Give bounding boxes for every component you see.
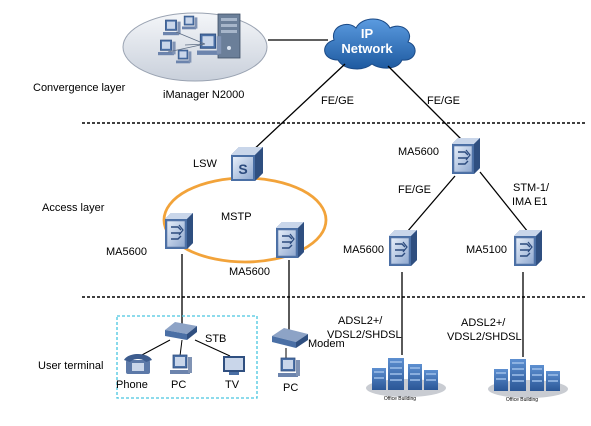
lsw-label: LSW	[193, 158, 217, 170]
workstation-icon	[175, 49, 192, 64]
adsl-b-line1: ADSL2+/	[461, 317, 506, 329]
pc-icon	[169, 354, 193, 375]
ma5600-center-label: MA5600	[229, 266, 270, 278]
user-terminal-box	[116, 315, 258, 399]
ma5100-icon	[513, 229, 543, 267]
layer-label-access: Access layer	[42, 202, 105, 214]
layer-label-convergence: Convergence layer	[33, 82, 126, 94]
phone-icon	[124, 354, 152, 374]
pc-a-label: PC	[171, 379, 186, 391]
link-ip-lsw	[249, 63, 346, 154]
ma5600-left-label: MA5600	[106, 246, 147, 258]
link-label-stm-line1: STM-1/	[513, 182, 550, 194]
adsl-a-line2: VDSL2/SHDSL	[327, 329, 402, 341]
stb-links	[139, 339, 231, 357]
ma5600-right-icon	[388, 229, 418, 267]
server-icon	[217, 13, 241, 59]
link-ip-ma5600-top	[387, 65, 463, 141]
mstp-label: MSTP	[221, 211, 252, 223]
link-label-stm-line2: IMA E1	[512, 196, 547, 208]
building-a-label: Office Building	[384, 396, 416, 402]
ma5600-right-label: MA5600	[343, 244, 384, 256]
ma5600-top-icon	[451, 137, 481, 175]
link-ma5600top-ma5600right	[406, 175, 456, 233]
office-building-icon	[487, 358, 569, 399]
tv-label: TV	[225, 379, 240, 391]
adsl-b-line2: VDSL2/SHDSL	[447, 331, 522, 343]
stb-icon	[165, 322, 197, 340]
adsl-a-line1: ADSL2+/	[338, 315, 383, 327]
modem-icon	[272, 328, 308, 348]
ma5600-top-label: MA5600	[398, 146, 439, 158]
stb-label: STB	[205, 333, 226, 345]
imanager-label: iManager N2000	[163, 89, 244, 101]
phone-label: Phone	[116, 379, 148, 391]
ma5600-center-icon	[275, 221, 305, 259]
ma5100-label: MA5100	[466, 244, 507, 256]
pc-icon	[277, 357, 301, 378]
connection-lines	[181, 39, 529, 357]
building-b-label: Office Building	[506, 397, 538, 403]
pc-b-label: PC	[283, 382, 298, 394]
ip-cloud-line1: IP	[361, 26, 374, 41]
ip-cloud-line2: Network	[341, 41, 393, 56]
link-label-fe-ge-left: FE/GE	[321, 95, 354, 107]
link-ma5600top-ma5100	[479, 171, 529, 233]
workstation-icon	[157, 39, 177, 56]
tv-icon	[223, 356, 245, 375]
workstation-icon	[181, 15, 198, 30]
ip-network-cloud	[324, 18, 416, 70]
office-building-icon	[365, 357, 447, 398]
ma5600-left-icon	[164, 212, 194, 250]
layer-label-user: User terminal	[38, 360, 103, 372]
modem-label: Modem	[308, 338, 345, 350]
svg-text:S: S	[238, 161, 247, 177]
lsw-switch-icon: S	[231, 147, 263, 181]
link-label-fe-ge-mid: FE/GE	[398, 184, 431, 196]
link-label-fe-ge-right: FE/GE	[427, 95, 460, 107]
imanager-cluster	[122, 12, 268, 82]
